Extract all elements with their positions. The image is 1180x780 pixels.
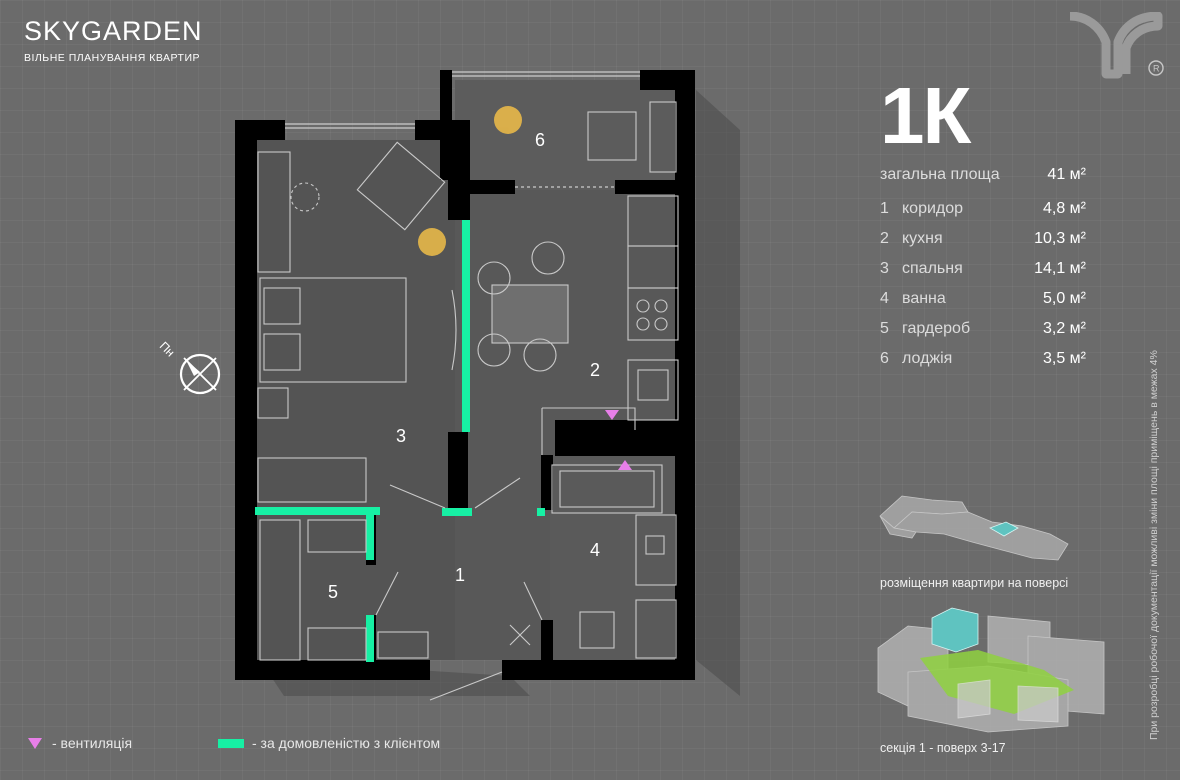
- room-item: 2 кухня 10,3 м²: [880, 230, 1090, 260]
- room-name: гардероб: [902, 320, 971, 337]
- room-label-5: 5: [328, 582, 339, 602]
- room-number: 6: [880, 350, 889, 367]
- room-list: 1 коридор 4,8 м² 2 кухня 10,3 м² 3 спальня 14,…: [880, 200, 1090, 380]
- room-area: 5,0 м²: [1042, 290, 1086, 307]
- floor-location-map: [879, 495, 1069, 561]
- total-area-value: 41 м²: [1047, 166, 1086, 183]
- brand-logo-icon: R: [1069, 12, 1164, 79]
- room-area: 4,8 м²: [1042, 200, 1086, 217]
- floor-caption: розміщення квартири на поверсі: [880, 576, 1069, 590]
- room-name: коридор: [902, 200, 964, 217]
- room-area: 3,2 м²: [1042, 320, 1086, 337]
- room-number: 4: [880, 290, 889, 307]
- room-number: 2: [880, 230, 889, 247]
- svg-text:R: R: [1153, 64, 1160, 74]
- room-item: 6 лоджія 3,5 м²: [880, 350, 1090, 380]
- floor-plan: [235, 70, 740, 701]
- room-label-6: 6: [535, 130, 546, 150]
- building-section-map: [877, 607, 1105, 733]
- total-area-label: загальна площа: [880, 166, 1000, 183]
- apartment-block-highlight: [931, 607, 979, 653]
- agreement-bar-icon: [218, 738, 244, 748]
- apartment-highlight: [989, 521, 1019, 537]
- room-item: 4 ванна 5,0 м²: [880, 290, 1090, 320]
- ventilation-triangle-icon: [28, 737, 42, 749]
- brand-name: SKYGARDEN: [24, 16, 203, 46]
- section-caption: секція 1 - поверх 3-17: [880, 741, 1006, 755]
- room-area: 10,3 м²: [1034, 230, 1086, 247]
- room-number: 1: [880, 200, 889, 217]
- room-label-2: 2: [590, 360, 601, 380]
- room-area: 3,5 м²: [1042, 350, 1086, 367]
- room-number: 5: [880, 320, 889, 337]
- room-label-4: 4: [590, 540, 601, 560]
- total-area: загальна площа 41 м²: [880, 166, 1090, 184]
- room-label-1: 1: [455, 565, 466, 585]
- apartment-type: 1К: [880, 71, 971, 160]
- legend-ventilation-label: - вентиляція: [52, 735, 133, 751]
- compass-north-label: Пн: [157, 339, 178, 360]
- room-name: кухня: [902, 230, 943, 247]
- brand-block: SKYGARDEN ВІЛЬНЕ ПЛАНУВАННЯ КВАРТИР: [24, 16, 203, 64]
- room-name: лоджія: [902, 350, 953, 367]
- legend-agreement-label: - за домовленістю з клієнтом: [252, 735, 441, 751]
- room-name: спальня: [902, 260, 963, 277]
- room-item: 5 гардероб 3,2 м²: [880, 320, 1090, 350]
- room-name: ванна: [902, 290, 946, 307]
- brand-subtitle: ВІЛЬНЕ ПЛАНУВАННЯ КВАРТИР: [24, 52, 200, 64]
- room-label-3: 3: [396, 426, 407, 446]
- room-item: 3 спальня 14,1 м²: [880, 260, 1090, 290]
- compass-icon: Пн: [157, 339, 221, 395]
- legend-ventilation: - вентиляція: [28, 735, 132, 751]
- room-item: 1 коридор 4,8 м²: [880, 200, 1090, 230]
- disclaimer-note: При розробці робочої документації можлив…: [1148, 350, 1160, 740]
- legend-agreement: - за домовленістю з клієнтом: [218, 735, 440, 751]
- room-number: 3: [880, 260, 889, 277]
- room-area: 14,1 м²: [1034, 260, 1086, 277]
